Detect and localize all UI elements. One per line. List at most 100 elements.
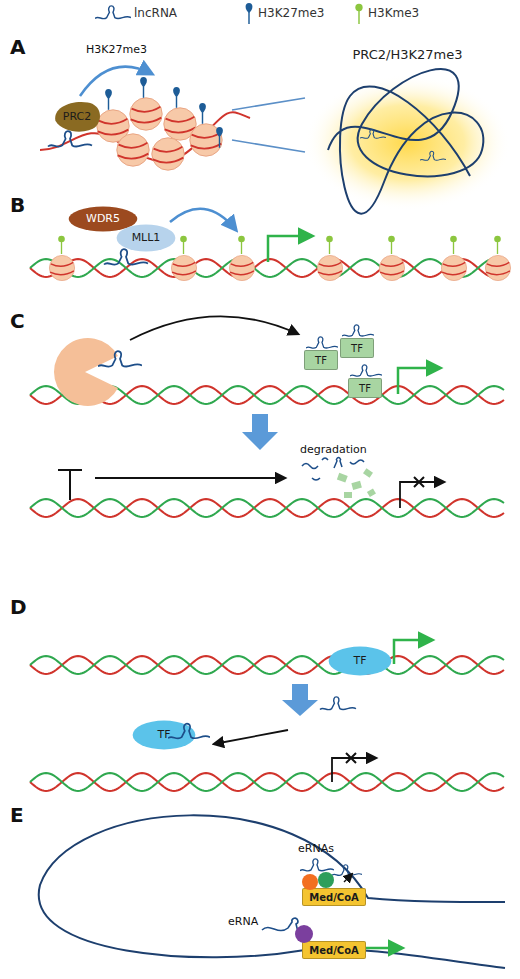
nucleosomes — [49, 255, 510, 280]
ellipse-shape — [329, 647, 392, 676]
node-text: TF — [315, 355, 327, 366]
block-arrow — [282, 684, 318, 716]
h3k27me3-mark — [216, 127, 223, 148]
panel-letter: E — [10, 804, 24, 826]
transcription-arrow — [268, 236, 312, 262]
node-text: TF — [353, 655, 366, 667]
process-label: degradation — [300, 444, 367, 456]
protein-fragment — [351, 481, 362, 490]
h3k27me3-mark — [105, 89, 112, 110]
node-text: PRC2 — [63, 111, 91, 123]
lncrna — [420, 151, 446, 160]
lncrna — [306, 337, 338, 348]
dna-strand — [30, 656, 504, 674]
protein-fragment — [367, 488, 376, 497]
node-text: TF — [351, 343, 363, 354]
dna-strand — [30, 656, 504, 674]
process-arrow — [95, 477, 285, 479]
glow-shape — [304, 75, 510, 211]
rna-fragment — [350, 460, 364, 464]
cofactor-protein — [302, 874, 318, 890]
block-cross — [414, 477, 424, 487]
transcription-arrow — [398, 368, 440, 394]
transcription-arrow — [364, 947, 402, 950]
rna-fragment — [312, 478, 320, 480]
h3kme3-mark — [494, 236, 501, 254]
dna-strand — [30, 499, 504, 517]
polymerase-shape — [54, 338, 118, 406]
rna-label: eRNA — [228, 916, 258, 928]
node-text: WDR5 — [86, 213, 120, 225]
nucleosome — [379, 255, 404, 280]
mediator-box: Med/CoA — [302, 888, 366, 906]
dna-strand — [30, 773, 504, 791]
lncrna — [320, 697, 356, 710]
protein-fragments — [337, 468, 376, 498]
nucleosome — [441, 255, 466, 280]
panel-letter: D — [10, 596, 27, 618]
panel-letter: A — [10, 36, 25, 58]
ellipse-shape — [69, 207, 138, 232]
protein-fragment — [363, 468, 373, 478]
nucleosome — [117, 134, 149, 166]
h3kme3-sample — [355, 4, 362, 24]
ellipse-shape — [133, 721, 196, 750]
tf-ellipse: TF — [328, 646, 392, 676]
tf-box: TF — [304, 350, 338, 370]
nucleosome — [229, 255, 254, 280]
h3k27me3-mark — [173, 87, 180, 108]
mediator-box: Med/CoA — [302, 941, 366, 959]
chromatin-domain-outline — [300, 44, 515, 214]
h3kme3-mark — [58, 236, 65, 254]
protein-fragment — [344, 492, 352, 498]
cofactor-protein — [318, 872, 334, 888]
block-arrow — [242, 414, 278, 450]
zoom-line — [232, 140, 305, 152]
nucleosome — [152, 138, 184, 170]
h3k27me3-mark — [199, 103, 206, 124]
legend-text: lncRNA — [134, 7, 177, 20]
rna-label: eRNAs — [298, 843, 334, 855]
lncrna — [48, 131, 92, 147]
transcription-arrow — [394, 640, 432, 664]
blob-shape — [55, 102, 100, 132]
nucleosome-cluster — [97, 98, 222, 170]
tf-box: TF — [348, 378, 382, 398]
lncrna — [168, 724, 210, 739]
h3kme3-mark — [326, 236, 333, 254]
block-cross — [346, 753, 356, 763]
chromatin-domain: PRC2/H3K27me3 — [300, 44, 515, 214]
tf-ellipse: TF — [132, 720, 196, 750]
legend-text: H3K27me3 — [258, 7, 325, 20]
lncrna — [342, 325, 374, 336]
dna-strand — [30, 773, 504, 791]
panel-letter: C — [10, 310, 25, 332]
rna-fragment — [302, 464, 318, 469]
rna-fragments — [302, 458, 364, 480]
rna-fragment — [322, 458, 328, 460]
h3kme3-mark — [388, 236, 395, 254]
node-text: TF — [359, 383, 371, 394]
h3kme3-mark — [238, 236, 245, 254]
process-arrow — [130, 316, 298, 340]
enhancer-rna — [262, 918, 300, 940]
lncrna — [350, 365, 382, 376]
protein-complex: PRC2 — [50, 98, 104, 136]
inhibition-bar — [58, 470, 82, 500]
protein-fragment — [337, 473, 348, 483]
node-text: PRC2/H3K27me3 — [353, 48, 463, 62]
cofactor-protein — [295, 925, 313, 943]
condensed-chromatin — [328, 69, 483, 214]
rna-fragment — [334, 458, 342, 468]
lncrna — [104, 249, 148, 265]
lncrna-sample — [95, 6, 131, 19]
methylation-arrow — [80, 67, 152, 96]
ellipse-shape — [117, 225, 176, 252]
process-arrow — [214, 730, 288, 744]
h3k27me3-mark — [140, 77, 147, 98]
h3kme3-mark — [450, 236, 457, 254]
h3k27me3-sample — [246, 3, 253, 24]
node-text: Med/CoA — [309, 945, 359, 956]
tf-box: TF — [340, 338, 374, 358]
